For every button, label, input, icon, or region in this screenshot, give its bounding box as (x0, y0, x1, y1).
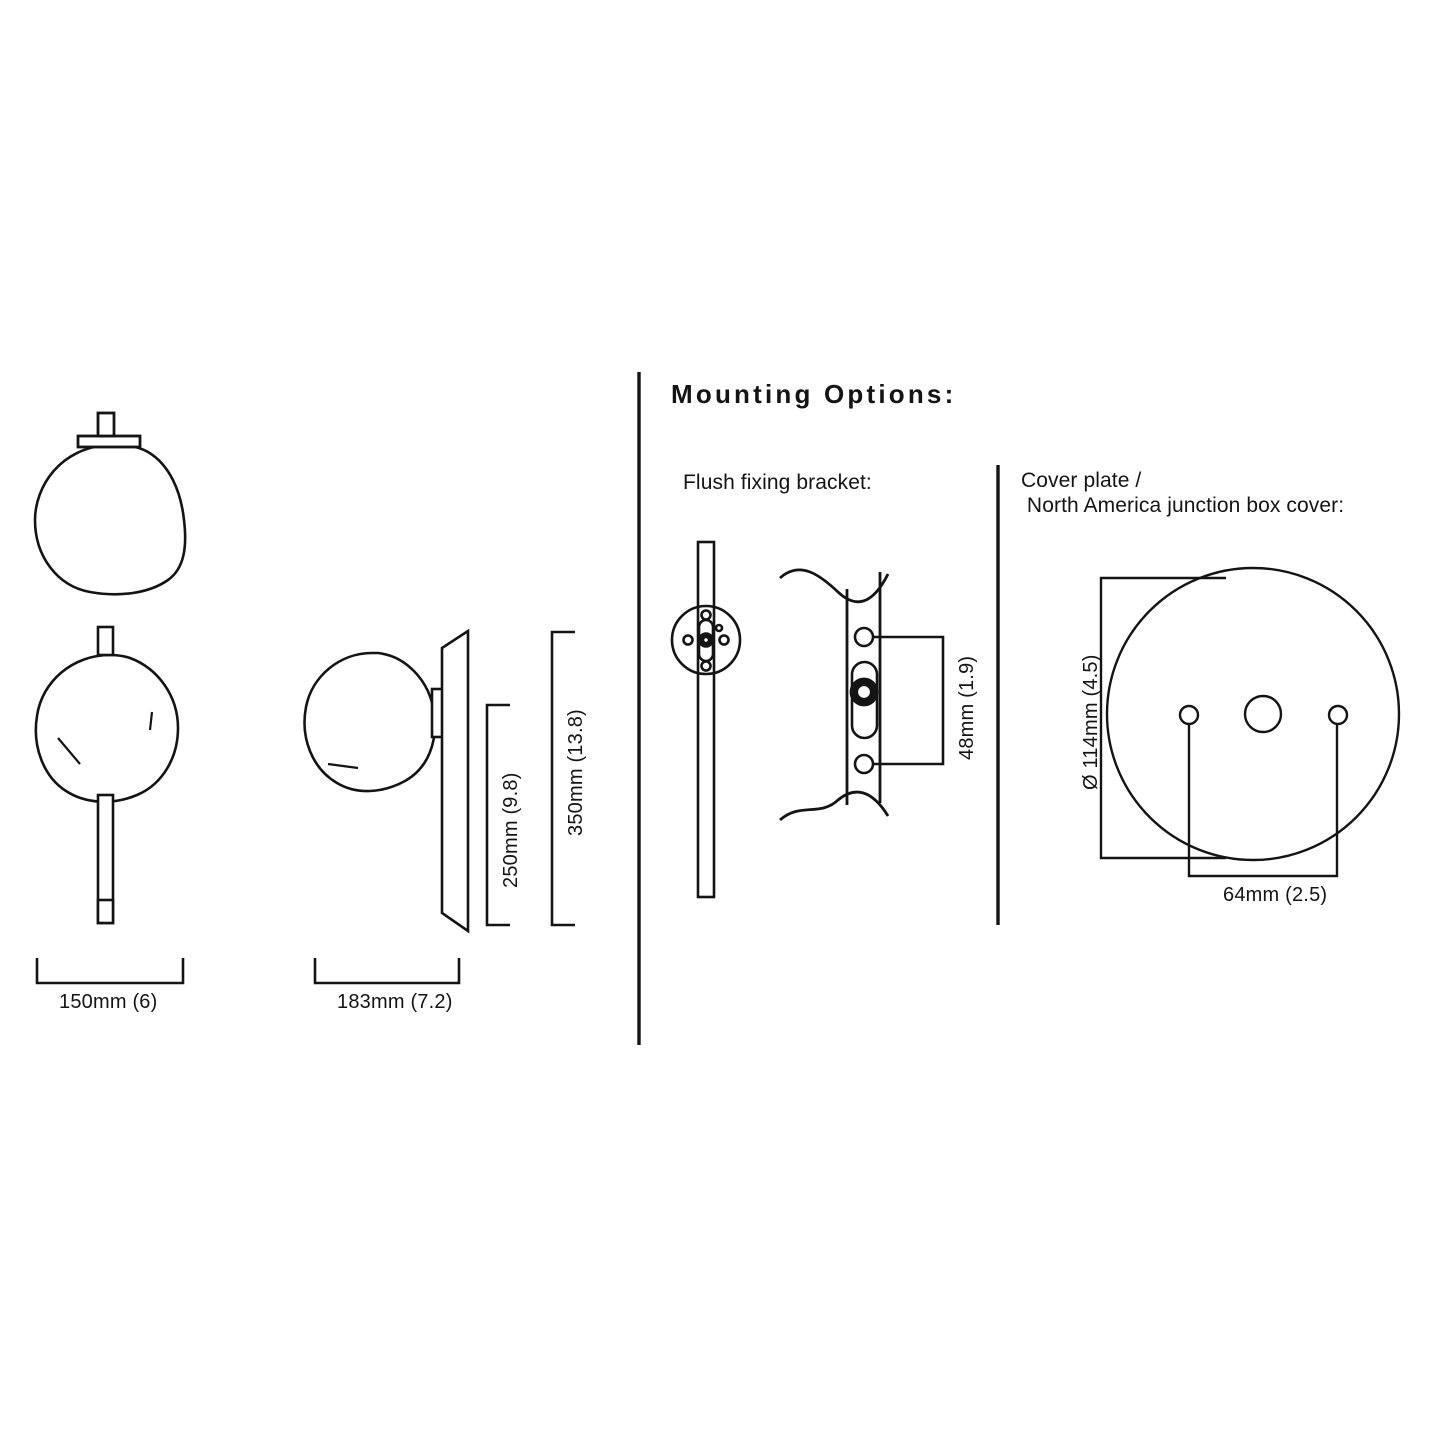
globe-shade-side-view-with-backplate (303, 628, 470, 934)
dimension-line-150mm (35, 958, 185, 985)
dimension-line-250mm (485, 703, 510, 927)
dimension-label-350mm: 350mm (13.8) (565, 709, 587, 836)
globe-shade-front-view (33, 411, 187, 596)
flush-fixing-bracket-wall-section (779, 568, 890, 822)
dimension-label-114mm-diameter: Ø 114mm (4.5) (1080, 654, 1102, 790)
cover-plate-label-line2: North America junction box cover: (1021, 494, 1345, 517)
cover-plate-plan-view (1099, 566, 1401, 878)
dimension-label-150mm: 150mm (6) (59, 991, 158, 1013)
globe-shade-with-stem-front-view (34, 625, 180, 925)
dimension-line-350mm (550, 630, 575, 927)
flush-fixing-bracket-face-view (670, 540, 742, 899)
dimension-label-183mm: 183mm (7.2) (337, 991, 453, 1013)
mounting-options-heading: Mounting Options: (671, 379, 957, 409)
dimension-label-48mm: 48mm (1.9) (956, 655, 978, 760)
flush-fixing-bracket-label: Flush fixing bracket: (683, 471, 872, 494)
dimension-label-64mm: 64mm (2.5) (1223, 884, 1328, 906)
dimension-label-250mm: 250mm (9.8) (500, 772, 522, 888)
dimension-line-48mm (872, 635, 945, 766)
cover-plate-label-line1: Cover plate / (1021, 469, 1142, 492)
dimension-line-183mm (313, 958, 461, 985)
